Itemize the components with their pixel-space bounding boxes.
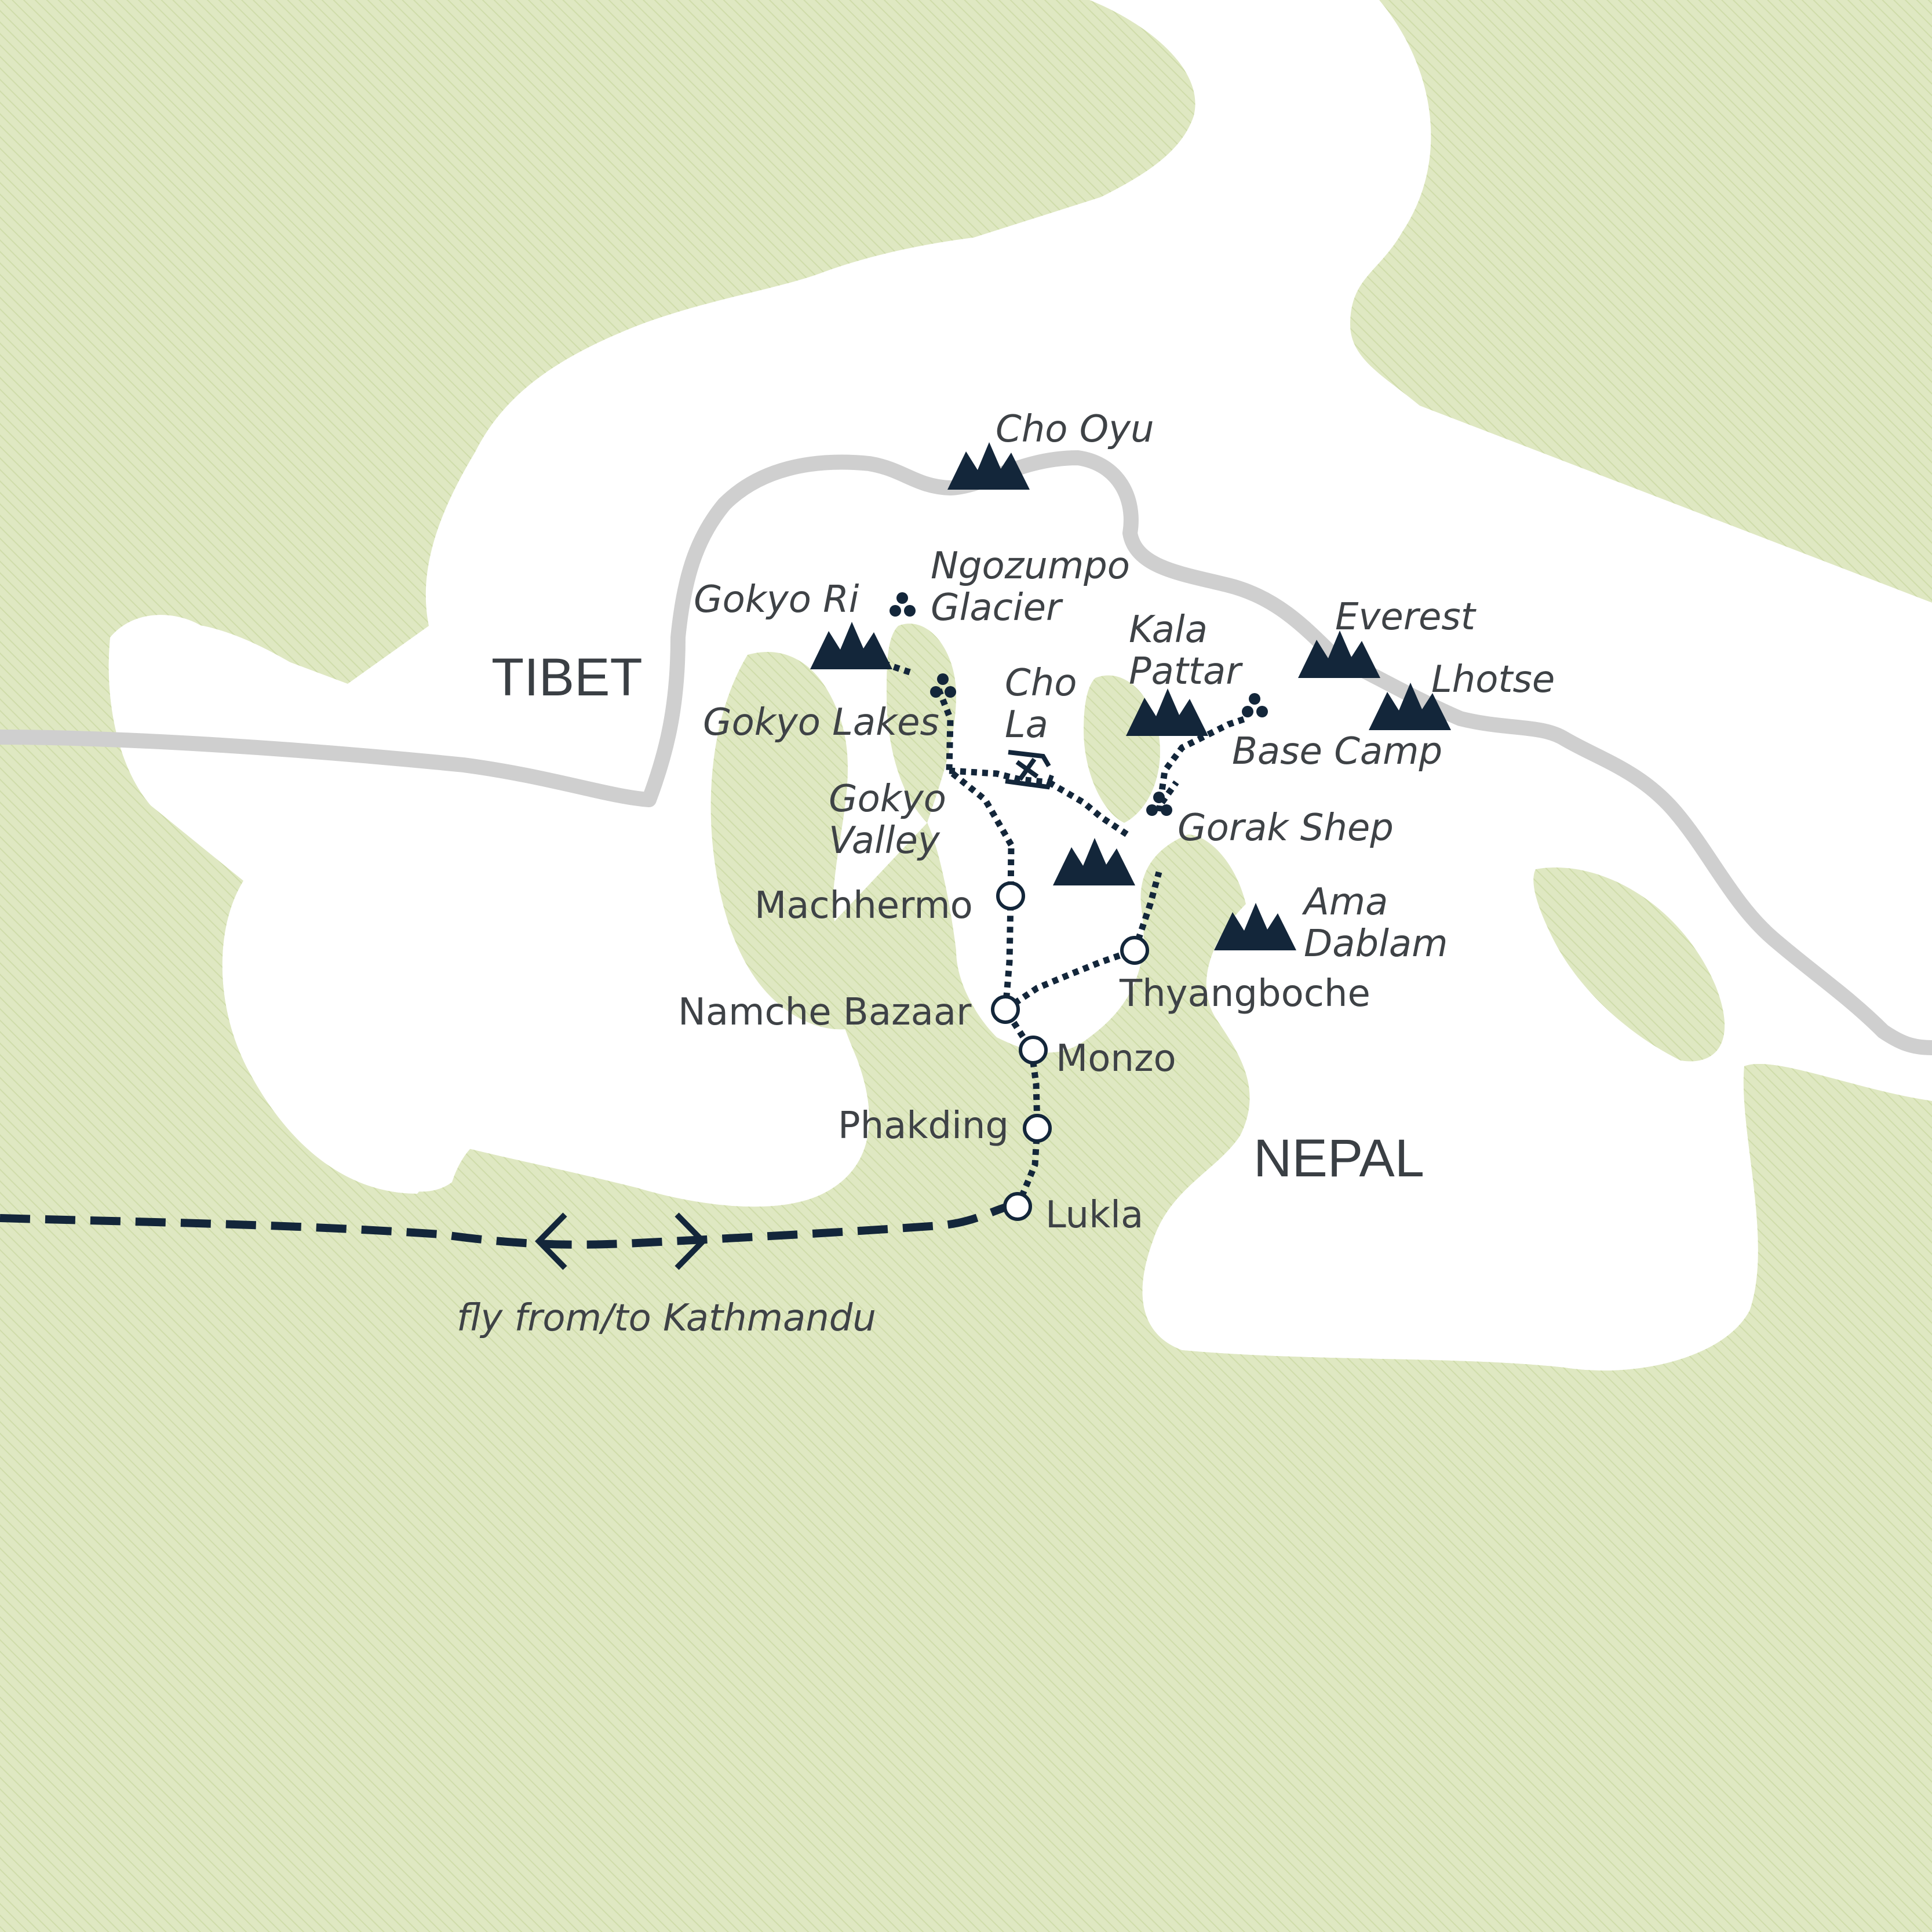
peak-label-kala-pattar: Kala Pattar: [1129, 608, 1243, 693]
overnight-stop-icon: [1020, 1037, 1046, 1063]
pass-label-cho-la: Cho La: [1005, 662, 1089, 746]
snow-patches: [145, 622, 1674, 1350]
stop-label-namche-bazaar: Namche Bazaar: [678, 991, 972, 1034]
flight-direction-arrow-icon: [675, 1212, 707, 1270]
overnight-stop-icon: [998, 883, 1023, 909]
pass-label-cho: Cho: [1005, 662, 1077, 705]
peak-label-ama: Ama: [1302, 881, 1388, 924]
tibet-nepal-border: [0, 450, 1932, 1055]
flight-direction-arrow-icon: [535, 1212, 567, 1270]
peak-label-gokyo-ri: Gokyo Ri: [694, 578, 859, 621]
pass-label-la: La: [1005, 703, 1048, 746]
peak-label-lhotse: Lhotse: [1431, 658, 1555, 701]
peak-label-dablam: Dablam: [1304, 923, 1448, 965]
glacier-label-ngozumpo-line1: Ngozumpo: [931, 545, 1130, 588]
stop-label-thyangboche: Thyangboche: [1119, 972, 1370, 1015]
stop-label-machhermo: Machhermo: [754, 884, 973, 927]
stop-label-monzo: Monzo: [1056, 1037, 1176, 1080]
peak-label-kala: Kala: [1129, 608, 1208, 651]
mountain-pass-icon: [1005, 750, 1054, 790]
camp-label-gorak-shep: Gorak Shep: [1178, 807, 1394, 850]
flight-label: fly from/to Kathmandu: [457, 1297, 876, 1340]
peak-label-cho-oyu: Cho Oyu: [996, 408, 1154, 451]
valley-label-gokyo: Gokyo: [829, 778, 946, 821]
overnight-stop-icon: [1122, 938, 1147, 963]
country-label-tibet: TIBET: [491, 648, 643, 707]
overnight-stop-icon: [1005, 1194, 1030, 1219]
overnight-stop-icon: [993, 997, 1018, 1022]
valley-label-gokyo-valley: Gokyo Valley: [829, 778, 958, 862]
valley-label-valley: Valley: [829, 819, 941, 862]
stop-label-lukla: Lukla: [1045, 1194, 1143, 1237]
peak-label-ama-dablam: Ama Dablam: [1302, 881, 1448, 965]
glacier-label-ngozumpo-line2: Glacier: [931, 586, 1063, 629]
valley-land: [0, 624, 1932, 1932]
country-label-nepal: NEPAL: [1253, 1129, 1424, 1188]
glacier-label-ngozumpo: Ngozumpo Glacier: [931, 545, 1142, 629]
peak-label-pattar: Pattar: [1129, 650, 1243, 693]
stop-label-phakding: Phakding: [838, 1104, 1009, 1147]
overnight-stop-icon: [1025, 1116, 1050, 1141]
flight-dash-line: [0, 1202, 1009, 1249]
lake-label-gokyo-lakes: Gokyo Lakes: [703, 701, 939, 744]
camp-label-base-camp: Base Camp: [1232, 730, 1442, 773]
flight-route: [0, 1202, 1009, 1270]
peak-label-everest: Everest: [1335, 596, 1477, 639]
